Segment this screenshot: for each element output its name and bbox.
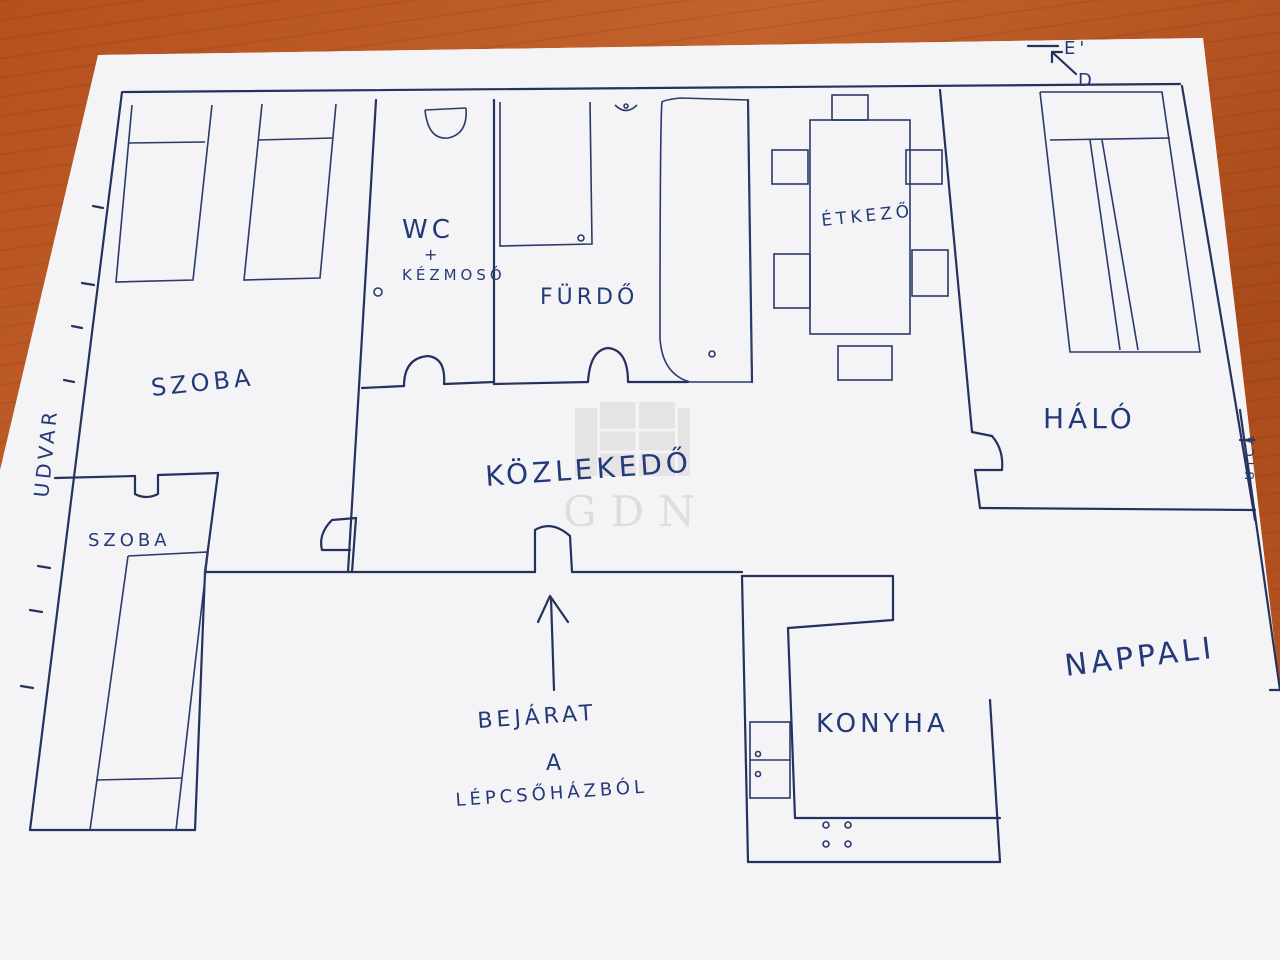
entrance-label-line2: A	[546, 751, 565, 776]
bed-furniture	[89, 103, 337, 831]
room-label-furdo: FÜRDŐ	[540, 284, 638, 310]
outside-label-utca: UTCA	[1243, 432, 1257, 480]
compass-east-label: E'	[1064, 38, 1088, 59]
compass-icon	[1026, 44, 1078, 76]
room-label-halo: HÁLÓ	[1043, 401, 1136, 435]
compass-south-label: D	[1078, 70, 1096, 91]
gdn-logo-watermark: GDN	[563, 402, 709, 536]
room-label-wc-plus: +	[424, 245, 441, 264]
entrance-arrow	[536, 594, 570, 692]
wardrobe	[1039, 91, 1201, 353]
room-label-konyha: KONYHA	[816, 709, 949, 739]
kitchen-fixtures	[749, 721, 852, 848]
room-label-szoba-2: SZOBA	[88, 530, 171, 551]
room-label-wc: WC	[402, 215, 454, 245]
watermark-text: GDN	[563, 487, 709, 536]
dining-table	[771, 94, 949, 381]
room-label-kezmoso: KÉZMOSÓ	[402, 265, 506, 284]
bathroom-fixtures	[373, 97, 753, 383]
